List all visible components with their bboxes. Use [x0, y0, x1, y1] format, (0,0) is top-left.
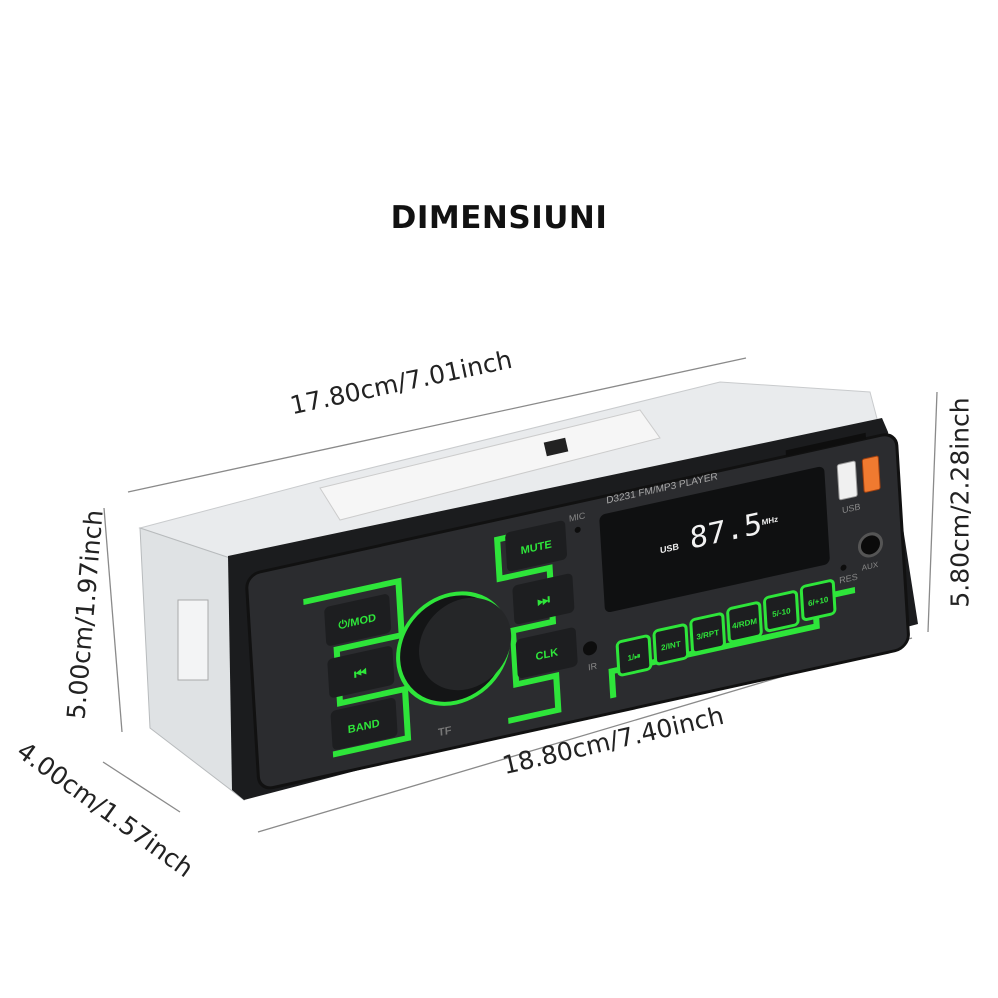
charging-port[interactable]	[861, 455, 881, 493]
preset-button-body	[652, 623, 690, 666]
preset-button-label: 1/⏯	[627, 651, 641, 663]
ir-label: IR	[588, 661, 598, 673]
mic-label: MIC	[569, 510, 587, 524]
right-backlight	[494, 525, 562, 724]
ir-sensor	[582, 641, 598, 656]
preset-button-body	[689, 612, 726, 655]
preset-button-body	[799, 579, 837, 622]
tf-slot-label: TF	[438, 724, 452, 739]
display-unit: MHz	[761, 515, 778, 527]
preset-button-2[interactable]: 2/INT	[652, 623, 690, 666]
previous-button[interactable]: ⏮	[327, 645, 395, 699]
preset-button-3[interactable]: 3/RPT	[689, 612, 726, 655]
chassis-sticker	[319, 409, 661, 521]
reset-label: RES	[839, 572, 858, 586]
usb-port[interactable]	[836, 460, 858, 501]
left-height-line	[103, 507, 123, 733]
mode-button[interactable]: ⏻/MOD	[324, 593, 392, 647]
preset-button-4[interactable]: 4/RDM	[726, 601, 763, 644]
preset-button-6[interactable]: 6/+10	[799, 579, 837, 622]
aux-label: AUX	[862, 560, 880, 573]
page-title: DIMENSIUNI	[390, 200, 608, 236]
band-button[interactable]: BAND	[330, 697, 398, 751]
mute-button[interactable]: MUTE	[505, 520, 568, 572]
display-source: USB	[660, 541, 680, 555]
top-width-line	[127, 357, 747, 493]
preset-button-body	[763, 590, 800, 633]
preset-button-5[interactable]: 5/-10	[763, 590, 800, 633]
disc-slot	[785, 432, 866, 457]
preset-button-body	[615, 634, 653, 677]
preset-button-label: 5/-10	[772, 606, 791, 619]
previous-icon: ⏮	[354, 664, 368, 682]
clock-button-label: CLK	[535, 646, 558, 663]
qr-code	[543, 437, 569, 457]
display	[599, 466, 830, 613]
clock-button[interactable]: CLK	[515, 627, 578, 679]
next-button[interactable]: ⏭	[512, 573, 575, 625]
next-icon: ⏭	[537, 591, 551, 609]
mic-hole	[574, 526, 581, 533]
usb-label: USB	[842, 501, 861, 515]
aux-jack[interactable]	[857, 532, 884, 558]
preset-button-body	[726, 601, 763, 644]
volume-knob[interactable]	[416, 589, 514, 699]
preset-button-label: 2/INT	[661, 639, 681, 652]
reset-hole[interactable]	[840, 564, 847, 571]
right-height-line	[927, 391, 938, 633]
side-bracket	[177, 599, 209, 681]
preset-button-1[interactable]: 1/⏯	[615, 634, 653, 677]
depth-line	[102, 761, 181, 813]
